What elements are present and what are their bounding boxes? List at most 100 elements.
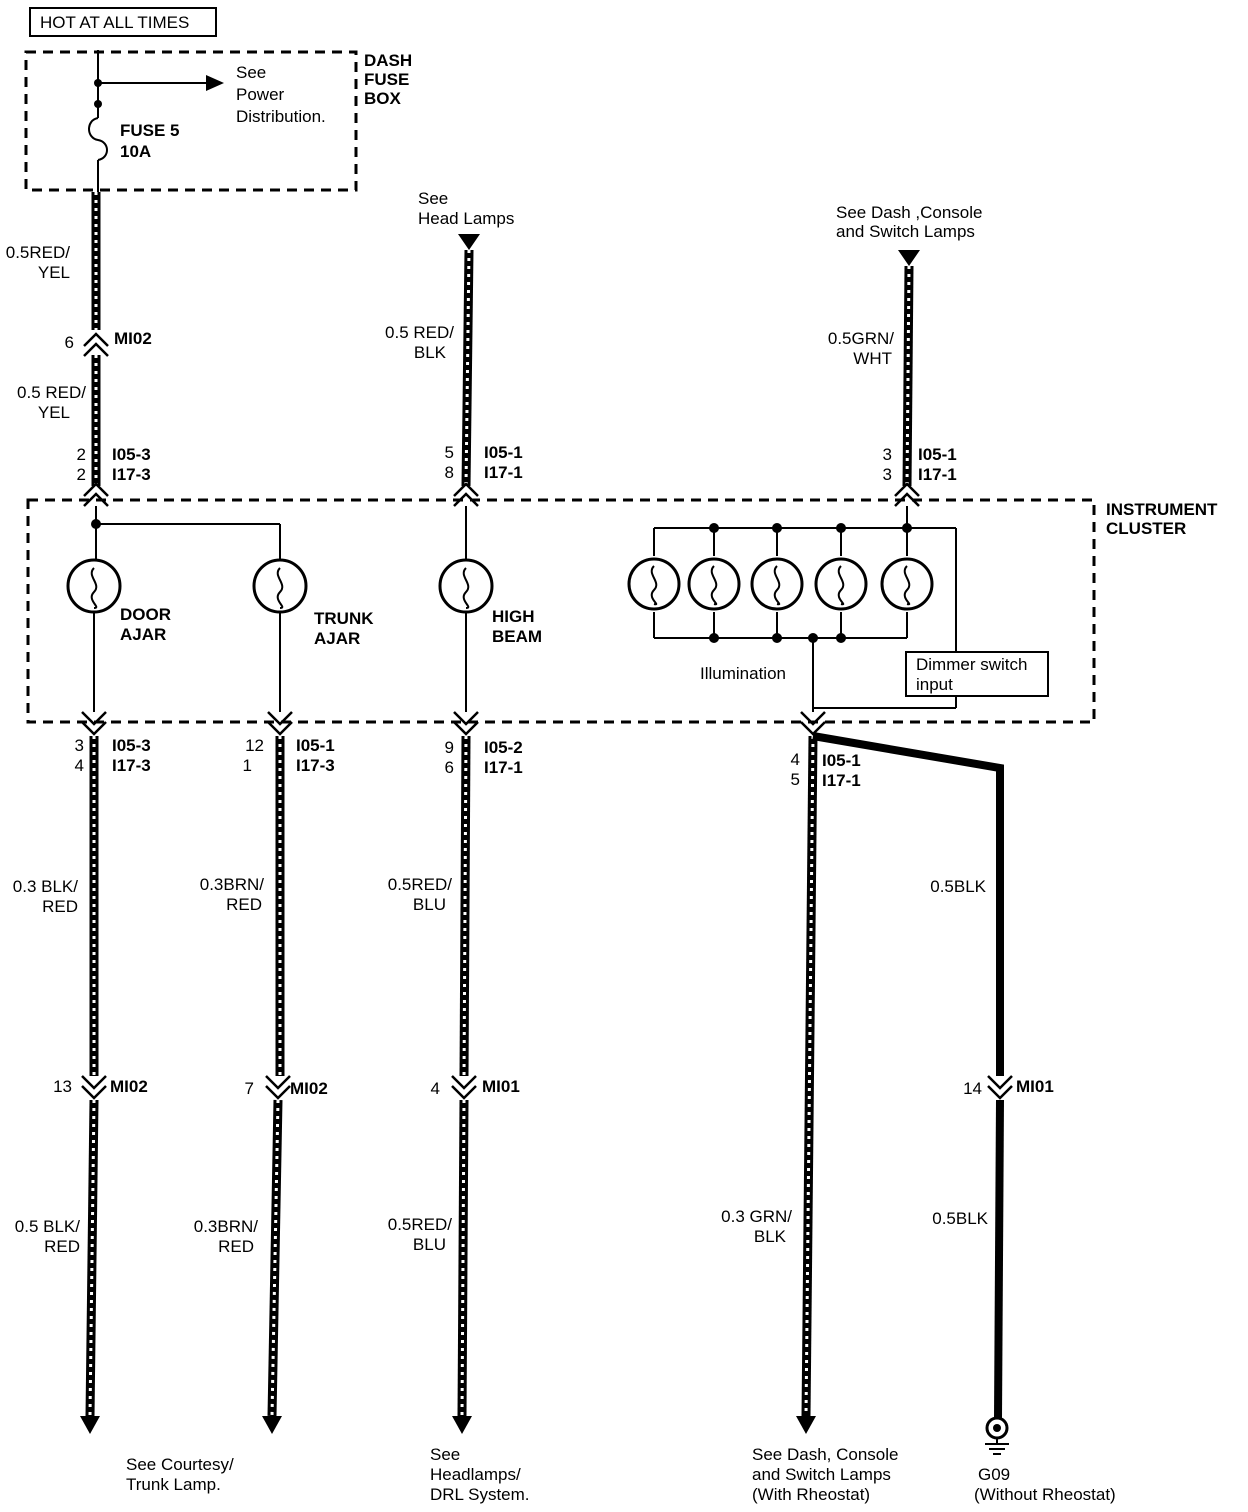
wire-door-ajar: [85, 736, 99, 1417]
svg-text:I05-1: I05-1: [822, 751, 861, 770]
svg-text:0.5RED/: 0.5RED/: [6, 243, 71, 262]
connector-name: MI01: [1016, 1077, 1054, 1096]
svg-text:DOOR: DOOR: [120, 605, 171, 624]
illumination-label: Illumination: [700, 664, 786, 683]
svg-text:I05-3: I05-3: [112, 445, 151, 464]
svg-text:I05-3: I05-3: [112, 736, 151, 755]
high-beam-label: HIGH BEAM: [492, 607, 542, 646]
svg-text:AJAR: AJAR: [314, 629, 360, 648]
svg-text:2: 2: [77, 445, 86, 464]
wire-label: 0.3 BLK/ RED 0.5 BLK/ RED: [13, 877, 80, 1256]
svg-text:12: 12: [245, 736, 264, 755]
svg-text:RED: RED: [218, 1237, 254, 1256]
connector-pin: 13: [53, 1077, 72, 1096]
svg-text:3: 3: [883, 445, 892, 464]
connector-pin: 7: [245, 1079, 254, 1098]
connector-top2: 5 8 I05-1 I17-1: [445, 443, 523, 482]
svg-text:See Dash, Console: See Dash, Console: [752, 1445, 898, 1464]
instrument-cluster-title: INSTRUMENT CLUSTER: [1106, 500, 1218, 538]
see-courtesy-trunk-lamp[interactable]: See Courtesy/ Trunk Lamp.: [126, 1455, 234, 1494]
connector-down-icon: [453, 711, 479, 736]
connector-bot2: 12 1 I05-1 I17-3: [243, 736, 335, 775]
svg-text:I17-3: I17-3: [296, 756, 335, 775]
fuse-label: FUSE 5 10A: [120, 121, 180, 161]
svg-text:and Switch Lamps: and Switch Lamps: [836, 222, 975, 241]
arrow-down-icon: [458, 234, 480, 250]
arrow-down-icon: [452, 1416, 472, 1434]
illumination-lamp-bank: [627, 506, 957, 712]
svg-text:5: 5: [791, 770, 800, 789]
wire-label: 0.5BLK: [930, 877, 986, 896]
arrow-down-icon: [80, 1416, 100, 1434]
svg-text:RED: RED: [42, 897, 78, 916]
svg-text:5: 5: [445, 443, 454, 462]
svg-text:8: 8: [445, 463, 454, 482]
high-beam-lamp-icon: [438, 558, 494, 614]
svg-text:I17-1: I17-1: [484, 463, 523, 482]
svg-text:0.5GRN/: 0.5GRN/: [828, 329, 894, 348]
svg-text:0.3BRN/: 0.3BRN/: [200, 875, 265, 894]
connector-top1: 2 2 I05-3 I17-3: [77, 445, 151, 484]
svg-text:FUSE: FUSE: [364, 70, 409, 89]
connector-down-icon: [81, 1075, 107, 1100]
svg-text:0.5 RED/: 0.5 RED/: [17, 383, 86, 402]
svg-text:INSTRUMENT: INSTRUMENT: [1106, 500, 1218, 519]
svg-text:0.5RED/: 0.5RED/: [388, 875, 453, 894]
svg-text:Power: Power: [236, 85, 285, 104]
wire-head-lamps-feed: [461, 249, 474, 487]
connector-pin: 4: [431, 1079, 440, 1098]
svg-text:See: See: [236, 63, 266, 82]
wire-label: 0.3BRN/ RED 0.3BRN/ RED: [194, 875, 265, 1256]
wire-label: 0.5BLK: [932, 1209, 988, 1228]
svg-text:See Dash ,Console: See Dash ,Console: [836, 203, 982, 222]
svg-text:I05-2: I05-2: [484, 738, 523, 757]
ground-icon: [985, 1416, 1009, 1455]
svg-text:4: 4: [791, 750, 800, 769]
connector-down-icon: [451, 1075, 477, 1100]
svg-text:Head Lamps: Head Lamps: [418, 209, 514, 228]
connector-down-icon: [267, 711, 293, 736]
wire-label: 0.5GRN/ WHT: [828, 329, 894, 368]
svg-text:YEL: YEL: [38, 263, 70, 282]
svg-text:Headlamps/: Headlamps/: [430, 1465, 521, 1484]
connector-bot3: 9 6 I05-2 I17-1: [445, 738, 523, 777]
svg-text:0.3 GRN/: 0.3 GRN/: [721, 1207, 792, 1226]
svg-text:DASH: DASH: [364, 51, 412, 70]
svg-text:I17-1: I17-1: [822, 771, 861, 790]
svg-text:BLU: BLU: [413, 1235, 446, 1254]
see-headlamps-drl[interactable]: See Headlamps/ DRL System.: [430, 1445, 530, 1504]
svg-text:I05-1: I05-1: [296, 736, 335, 755]
svg-text:(With Rheostat): (With Rheostat): [752, 1485, 870, 1504]
arrow-down-icon: [262, 1416, 282, 1434]
svg-text:BLU: BLU: [413, 895, 446, 914]
see-power-distribution[interactable]: See Power Distribution.: [236, 63, 326, 126]
svg-text:0.3 BLK/: 0.3 BLK/: [13, 877, 78, 896]
wire-trunk-ajar: [267, 736, 285, 1417]
svg-text:I05-1: I05-1: [918, 445, 957, 464]
see-head-lamps[interactable]: See Head Lamps: [418, 189, 514, 228]
see-dash-console-switch-lamps-top[interactable]: See Dash ,Console and Switch Lamps: [836, 203, 982, 241]
wire-dash-lamps-feed: [902, 265, 914, 487]
arrow-down-icon: [796, 1416, 816, 1434]
svg-text:Distribution.: Distribution.: [236, 107, 326, 126]
dimmer-switch-input-box: [905, 651, 1049, 697]
svg-text:and Switch Lamps: and Switch Lamps: [752, 1465, 891, 1484]
hot-label: HOT AT ALL TIMES: [40, 13, 189, 32]
door-ajar-lamp-icon: [66, 558, 122, 614]
connector-up-icon: [83, 332, 109, 357]
connector-name: MI02: [110, 1077, 148, 1096]
svg-text:HIGH: HIGH: [492, 607, 535, 626]
trunk-ajar-label: TRUNK AJAR: [314, 609, 374, 648]
svg-text:AJAR: AJAR: [120, 625, 166, 644]
wire-dash-lamps-rheostat: [801, 735, 818, 1417]
svg-text:3: 3: [883, 465, 892, 484]
connector-pin: 14: [963, 1079, 982, 1098]
see-dash-console-switch-lamps-rheostat[interactable]: See Dash, Console and Switch Lamps (With…: [752, 1445, 898, 1504]
wire-label: 0.5RED/ BLU 0.5RED/ BLU: [388, 875, 453, 1254]
svg-text:10A: 10A: [120, 142, 151, 161]
instrument-cluster-box: [26, 498, 1096, 724]
svg-text:I17-3: I17-3: [112, 465, 151, 484]
svg-text:CLUSTER: CLUSTER: [1106, 519, 1186, 538]
connector-bot1: 3 4 I05-3 I17-3: [75, 736, 151, 775]
